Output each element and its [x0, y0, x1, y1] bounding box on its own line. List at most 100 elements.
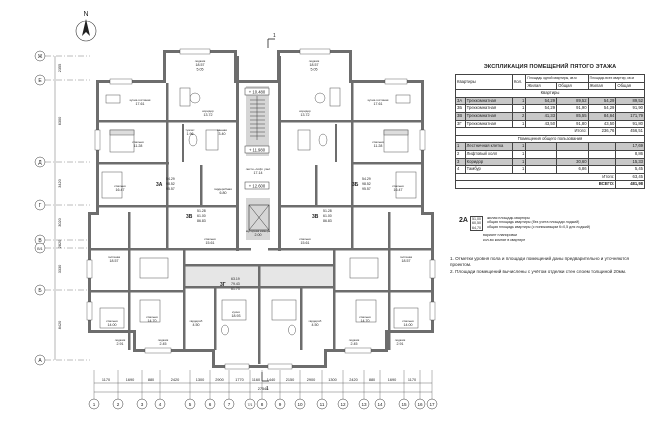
dimension-label: 2900 [215, 378, 223, 382]
room-label: 2.45 [160, 342, 167, 346]
legend-val: 51,00 [471, 217, 481, 221]
subhead: Общая [556, 81, 589, 91]
dimension-label: 1170 [408, 378, 416, 382]
svg-text:3В: 3В [312, 214, 319, 220]
col-count: Кол. [511, 73, 527, 91]
dimension-label: 3020 [58, 218, 62, 226]
table-cell: 43,50 [525, 119, 558, 129]
room-label: 18.57 [110, 259, 119, 263]
room-label: 17.61 [374, 102, 383, 106]
room-labels: лоджия18.575.05лоджия18.575.05кухня-гост… [106, 59, 414, 346]
axis-label: В/1 [37, 247, 42, 251]
dimension-label: 2420 [349, 378, 357, 382]
room-label: спальня [146, 315, 158, 319]
dimension-label: 1300 [328, 378, 336, 382]
table-cell [525, 165, 558, 174]
svg-text:3А: 3А [156, 182, 163, 188]
room-label: 17.61 [136, 102, 145, 106]
subhead: Жилая [587, 81, 617, 91]
table-cell [525, 142, 558, 151]
axis-label: 14 [377, 402, 383, 407]
table-cell: Трехкомнатная [464, 96, 513, 106]
col-apartments: Квартиры [455, 73, 513, 91]
table-cell: 171,79 [615, 111, 645, 121]
room-label: лоджия [115, 338, 126, 342]
room-label: 3.40 [219, 132, 226, 136]
room-label: гостиная [108, 255, 121, 259]
dimension-label: 880 [369, 378, 375, 382]
table-cell: 54,29 [525, 104, 558, 113]
table-cell: Трехкомнатная [464, 119, 513, 129]
legend-line: вариант планировки [483, 233, 518, 238]
room-label: 16.47 [116, 188, 125, 192]
svg-text:63.19: 63.19 [231, 277, 240, 281]
svg-text:95.57: 95.57 [362, 187, 371, 191]
svg-text:3Б: 3Б [352, 182, 359, 188]
table-cell [556, 142, 589, 151]
table-cell [525, 157, 558, 167]
table-cell [587, 157, 617, 167]
table-cell: 1 [511, 119, 527, 129]
level-marks: + 10.480 + 11.980 + 12.600 [244, 87, 270, 190]
room-label: 13.72 [204, 113, 213, 117]
table-cell [587, 149, 617, 159]
svg-text:3В: 3В [186, 214, 193, 220]
dimension-label: 2355 [58, 64, 62, 72]
room-label: мусорная камера [246, 229, 271, 233]
room-label: 1.96 [187, 132, 194, 136]
axis-label: 6 [209, 402, 212, 407]
svg-text:98.52: 98.52 [166, 182, 175, 186]
room-label: лоджия [195, 59, 206, 63]
note: 2. Площади помещений вычислены с учётом … [450, 268, 627, 274]
room-label: 2.91 [117, 342, 124, 346]
room-label: 4.50 [312, 323, 319, 327]
axis-label: 2 [117, 402, 120, 407]
room-label: 2.00 [255, 233, 262, 237]
axis-label: 13 [361, 402, 367, 407]
room-label: 18.57 [402, 259, 411, 263]
axis-label: 11 [320, 402, 325, 407]
room-label: 15.61 [301, 241, 310, 245]
svg-text:+ 11.980: + 11.980 [249, 148, 266, 153]
axis-label: 8 [261, 402, 264, 407]
dimension-label: 6300 [58, 117, 62, 125]
furniture [99, 87, 419, 336]
legend-code: 2А [459, 217, 468, 224]
room-label: гардеробная [214, 187, 232, 191]
dimension-label: 2150 [286, 378, 294, 382]
legend-line: общая площадь квартиры (без учета площад… [486, 220, 580, 225]
svg-text:3Г: 3Г [220, 282, 226, 288]
room-label: кухня-гостиная [368, 98, 389, 102]
table-cell: 3А [455, 96, 466, 106]
table-cell: 1 [511, 165, 527, 174]
legend-line: кол-во комнат в квартире [483, 237, 526, 242]
table-cell: 8,86 [615, 149, 645, 159]
explication-title: ЭКСПЛИКАЦИЯ ПОМЕЩЕНИЙ ПЯТОГО ЭТАЖА [483, 64, 617, 70]
table-cell: 1 [511, 142, 527, 151]
table-cell: Трехкомнатная [464, 111, 513, 121]
dimension-label: 1770 [235, 378, 243, 382]
dimension-label: 1160 [252, 378, 260, 382]
table-cell: 3 [455, 157, 466, 167]
room-label: 16.47 [394, 188, 403, 192]
room-label: 4.50 [193, 323, 200, 327]
room-label: гардероб [190, 319, 203, 323]
room-label: кухня-гостиная [130, 98, 151, 102]
table-cell: 3Б [455, 104, 466, 113]
svg-text:+ 10.480: + 10.480 [249, 90, 266, 95]
table-cell: 1 [511, 157, 527, 167]
building-walls [86, 48, 436, 370]
room-label: 14.70 [361, 319, 370, 323]
table-cell: 91,90 [556, 104, 589, 113]
legend-line: жилая площадь квартиры [486, 216, 531, 220]
dimension-label: 2900 [307, 378, 315, 382]
north-arrow: N [75, 11, 97, 42]
room-label: спальня [299, 237, 311, 241]
room-label: лоджия [309, 59, 320, 63]
room-label: спальня [359, 315, 371, 319]
room-label: 11.28 [374, 144, 383, 148]
